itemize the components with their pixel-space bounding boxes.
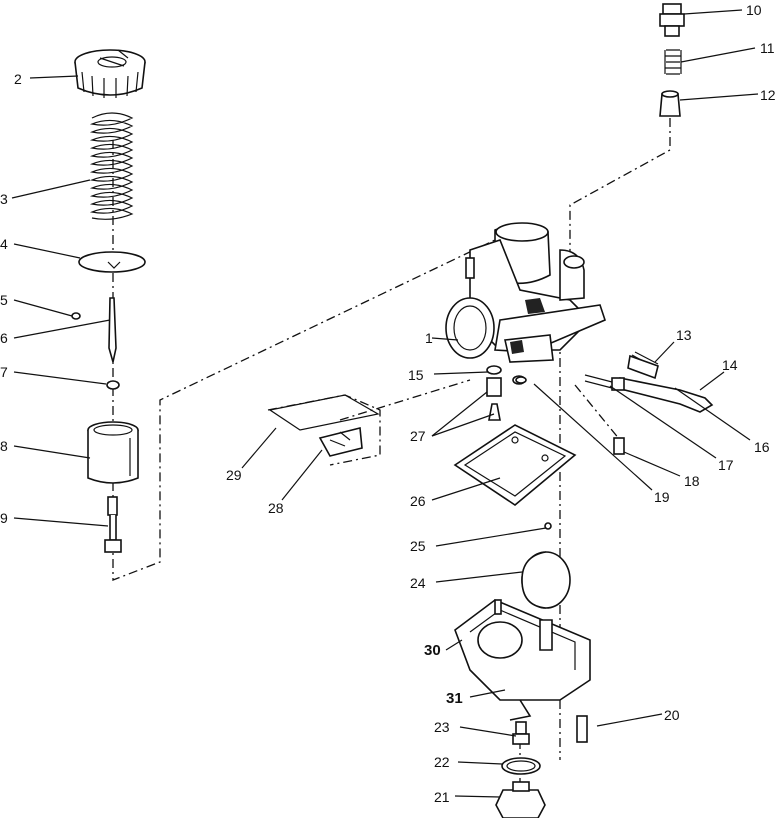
- callout-10: 10: [746, 2, 762, 18]
- part-float: [521, 522, 571, 609]
- callout-19: 19: [654, 489, 670, 505]
- callout-25: 25: [410, 538, 426, 554]
- callout-8: 8: [0, 438, 8, 454]
- part-jets: [486, 365, 526, 421]
- callout-27: 27: [410, 428, 426, 444]
- part-needle-set: [71, 297, 120, 390]
- callout-17: 17: [718, 457, 734, 473]
- part-slide: [87, 421, 139, 484]
- callout-24: 24: [410, 575, 426, 591]
- callout-1: 1: [425, 330, 433, 346]
- callout-5: 5: [0, 292, 8, 308]
- callout-9: 9: [0, 510, 8, 526]
- callout-29: 29: [226, 467, 242, 483]
- callout-12: 12: [760, 87, 776, 103]
- callout-22: 22: [434, 754, 450, 770]
- callout-20: 20: [664, 707, 680, 723]
- callout-23: 23: [434, 719, 450, 735]
- callout-31: 31: [446, 690, 463, 707]
- callout-26: 26: [410, 493, 426, 509]
- part-adjusters: [584, 351, 714, 413]
- part-plate: [78, 251, 146, 273]
- part-gasket: [453, 424, 577, 506]
- part-carb-body: [445, 222, 606, 363]
- callout-4: 4: [0, 236, 8, 252]
- callout-6: 6: [0, 330, 8, 346]
- callout-18: 18: [684, 473, 700, 489]
- callout-28: 28: [268, 500, 284, 516]
- callout-15: 15: [408, 367, 424, 383]
- part-top-cap: [74, 49, 146, 98]
- assembly-lines: [112, 118, 671, 818]
- part-top-right-set: [659, 3, 685, 117]
- part-spring: [89, 112, 134, 220]
- callout-21: 21: [434, 789, 450, 805]
- callout-7: 7: [0, 364, 8, 380]
- callout-30: 30: [424, 642, 441, 659]
- part-screw: [104, 496, 122, 553]
- part-drain-set: [495, 715, 588, 818]
- leader-lines: [11, 9, 759, 798]
- callout-14: 14: [722, 357, 738, 373]
- callout-13: 13: [676, 327, 692, 343]
- callout-3: 3: [0, 191, 8, 207]
- callout-11: 11: [760, 40, 775, 56]
- callout-2: 2: [14, 71, 22, 87]
- part-float-bowl: [454, 599, 591, 721]
- part-float-arm: [268, 394, 380, 457]
- callout-16: 16: [754, 439, 770, 455]
- part-small-screws: [515, 376, 625, 455]
